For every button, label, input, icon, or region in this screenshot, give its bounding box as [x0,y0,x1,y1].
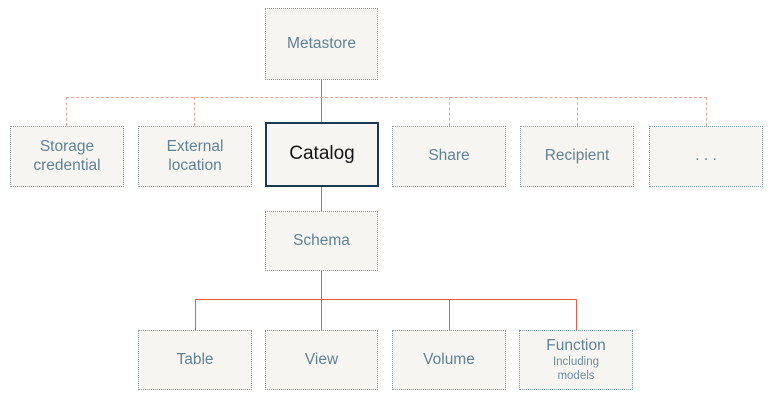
node-share[interactable]: Share [392,126,506,187]
connector-schema-child-bus [195,299,577,300]
node-more[interactable]: . . . [649,126,763,187]
node-volume-label: Volume [423,350,475,368]
node-catalog-label: Catalog [289,143,355,165]
node-function[interactable]: Function Including models [519,330,633,390]
connector-drop-more [706,97,707,126]
node-more-label: . . . [695,147,717,165]
connector-drop-share [449,97,450,126]
node-recipient[interactable]: Recipient [520,126,634,187]
connector-drop-storage-credential [66,97,67,126]
connector-drop-view [321,299,322,330]
node-function-sublabel: Including models [552,355,600,382]
node-recipient-label: Recipient [544,147,610,165]
node-table-label: Table [176,350,214,368]
connector-drop-function [576,299,577,330]
node-volume[interactable]: Volume [392,330,506,390]
node-view[interactable]: View [265,330,378,390]
connector-catalog-to-schema [321,187,322,211]
connector-drop-external-location [194,97,195,126]
node-schema[interactable]: Schema [265,211,378,271]
connector-drop-recipient [577,97,578,126]
node-external-location[interactable]: External location [138,126,252,187]
node-view-label: View [304,350,339,368]
connector-drop-table [195,299,196,330]
node-catalog[interactable]: Catalog [265,122,379,187]
connector-metastore-to-catalog [321,80,322,126]
node-table[interactable]: Table [138,330,252,390]
node-storage-credential[interactable]: Storage credential [10,126,124,187]
connector-drop-volume [449,299,450,330]
node-metastore[interactable]: Metastore [265,8,378,80]
node-metastore-label: Metastore [287,34,356,52]
connector-metastore-sibling-bus [66,97,707,98]
node-share-label: Share [428,147,470,165]
node-schema-label: Schema [293,231,350,249]
node-storage-credential-label: Storage credential [33,138,101,174]
node-function-label: Function [546,336,606,354]
node-external-location-label: External location [166,138,224,174]
